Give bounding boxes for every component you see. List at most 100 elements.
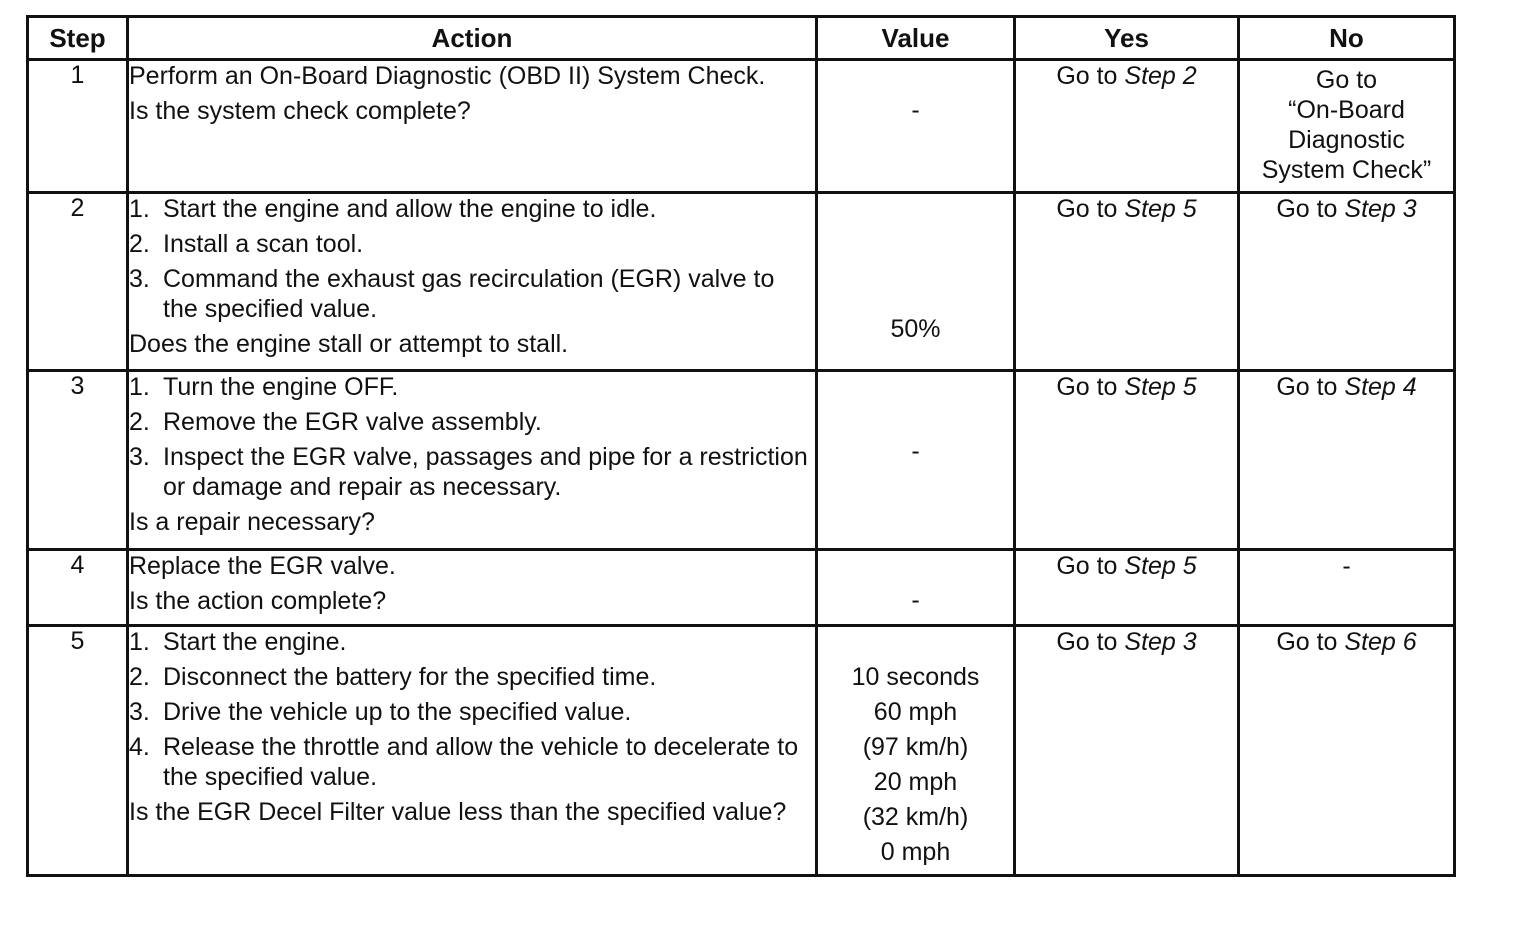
item-number: 1. — [129, 373, 150, 401]
step-number: 1 — [26, 58, 129, 194]
header-action: Action — [126, 15, 818, 61]
action-cell: 1. Turn the engine OFF. 2. Remove the EGR … — [126, 369, 818, 551]
yes-step-link: Step 5 — [1124, 552, 1197, 580]
table-row: 1 Perform an On-Board Diagnostic (OBD II… — [26, 58, 1456, 194]
yes-prefix: Go to — [1056, 195, 1125, 223]
action-item: 4. Release the throttle and allow the veh… — [129, 732, 815, 792]
step-number: 2 — [26, 191, 129, 372]
yes-step-link: Step 2 — [1124, 62, 1197, 90]
item-text: Turn the engine OFF. — [163, 373, 399, 401]
value-text: 50% — [890, 315, 941, 343]
item-text: Remove the EGR valve assembly. — [163, 408, 542, 436]
item-text: Drive the vehicle up to the specified va… — [163, 698, 632, 726]
action-item: 3. Drive the vehicle up to the specified … — [129, 697, 815, 727]
no-prefix: Go to — [1276, 628, 1345, 656]
item-text: Inspect the EGR valve, passages and pipe… — [163, 443, 808, 501]
header-row: Step Action Value Yes No — [26, 15, 1456, 61]
value-line: 10 seconds — [851, 663, 980, 691]
action-item: 2. Remove the EGR valve assembly. — [129, 407, 815, 437]
item-number: 2. — [129, 408, 150, 436]
header-value: Value — [815, 15, 1016, 61]
header-no: No — [1237, 15, 1456, 61]
table-row: 4 Replace the EGR valve. Is the action c… — [26, 548, 1456, 627]
item-number: 1. — [129, 628, 150, 656]
item-number: 2. — [129, 663, 150, 691]
no-cell: Go to “On-Board Diagnostic System Check” — [1237, 58, 1456, 194]
no-text-line: System Check” — [1261, 156, 1432, 184]
question-text: Is the system check complete? — [129, 97, 471, 125]
item-number: 4. — [129, 733, 150, 761]
item-text: Start the engine and allow the engine to… — [163, 195, 657, 223]
action-item: 3. Command the exhaust gas recirculation … — [129, 264, 815, 324]
yes-prefix: Go to — [1056, 628, 1125, 656]
action-item: 3. Inspect the EGR valve, passages and pi… — [129, 442, 815, 502]
action-text: Replace the EGR valve. — [129, 552, 396, 580]
action-item: 2.Install a scan tool. — [129, 229, 815, 259]
question-text: Is the action complete? — [129, 587, 387, 615]
yes-cell: Go to Step 5 — [1013, 369, 1240, 551]
value-cell: - — [815, 58, 1016, 194]
value-line: (32 km/h) — [862, 803, 969, 831]
value-text: - — [911, 96, 920, 124]
action-item: 2. Disconnect the battery for the specifi… — [129, 662, 815, 692]
step-number: 3 — [26, 369, 129, 551]
item-number: 2. — [129, 230, 150, 258]
action-cell: Replace the EGR valve. Is the action com… — [126, 548, 818, 627]
item-text: Command the exhaust gas recirculation (E… — [163, 265, 775, 323]
no-step-link: Step 3 — [1344, 195, 1417, 223]
item-text: Release the throttle and allow the vehic… — [163, 733, 799, 791]
value-line: 60 mph — [873, 698, 958, 726]
item-number: 3. — [129, 443, 150, 471]
no-step-link: Step 4 — [1344, 373, 1417, 401]
header-step: Step — [26, 15, 129, 61]
action-item: 1. Start the engine. — [129, 627, 815, 657]
table-row: 2 1. Start the engine and allow the engin… — [26, 191, 1456, 372]
value-line: 0 mph — [880, 838, 951, 866]
action-cell: 1. Start the engine. 2. Disconnect the bat… — [126, 624, 818, 877]
no-prefix: Go to — [1276, 195, 1345, 223]
table-row: 3 1. Turn the engine OFF. 2. Remove the EG… — [26, 369, 1456, 551]
action-list: 1. Start the engine. 2. Disconnect the bat… — [129, 627, 815, 792]
item-text: Disconnect the battery for the specified… — [163, 663, 657, 691]
step-number: 5 — [26, 624, 129, 877]
yes-prefix: Go to — [1056, 62, 1125, 90]
no-text: - — [1342, 552, 1351, 580]
no-prefix: Go to — [1276, 373, 1345, 401]
action-item: 1. Start the engine and allow the engine … — [129, 194, 815, 224]
question-text: Does the engine stall or attempt to stal… — [129, 330, 569, 358]
action-cell: 1. Start the engine and allow the engine … — [126, 191, 818, 372]
yes-cell: Go to Step 2 — [1013, 58, 1240, 194]
value-text: - — [911, 437, 920, 465]
no-cell: Go to Step 3 — [1237, 191, 1456, 372]
header-yes: Yes — [1013, 15, 1240, 61]
value-line: 20 mph — [873, 768, 958, 796]
diagnostic-table: Step Action Value Yes No 1 Perform an On… — [26, 15, 1456, 877]
value-text: - — [911, 586, 920, 614]
yes-step-link: Step 5 — [1124, 195, 1197, 223]
no-step-link: Step 6 — [1344, 628, 1417, 656]
yes-step-link: Step 3 — [1124, 628, 1197, 656]
value-cell: 50% — [815, 191, 1016, 372]
value-cell: - — [815, 369, 1016, 551]
yes-cell: Go to Step 3 — [1013, 624, 1240, 877]
action-list: 1. Turn the engine OFF. 2. Remove the EGR … — [129, 372, 815, 502]
no-text-line: Diagnostic — [1288, 126, 1405, 154]
action-list: 1. Start the engine and allow the engine … — [129, 194, 815, 324]
yes-cell: Go to Step 5 — [1013, 191, 1240, 372]
yes-step-link: Step 5 — [1124, 373, 1197, 401]
yes-cell: Go to Step 5 — [1013, 548, 1240, 627]
value-cell: - — [815, 548, 1016, 627]
table-row: 5 1. Start the engine. 2. Disconnect the b… — [26, 624, 1456, 877]
item-number: 1. — [129, 195, 150, 223]
yes-prefix: Go to — [1056, 373, 1125, 401]
item-number: 3. — [129, 698, 150, 726]
value-cell: 10 seconds 60 mph (97 km/h) 20 mph (32 k… — [815, 624, 1016, 877]
item-number: 3. — [129, 265, 150, 293]
value-line: (97 km/h) — [862, 733, 969, 761]
yes-prefix: Go to — [1056, 552, 1125, 580]
no-cell: Go to Step 6 — [1237, 624, 1456, 877]
no-text-line: Go to — [1315, 66, 1378, 94]
no-text-line: “On-Board — [1288, 96, 1405, 124]
item-text: Start the engine. — [163, 628, 347, 656]
no-cell: - — [1237, 548, 1456, 627]
